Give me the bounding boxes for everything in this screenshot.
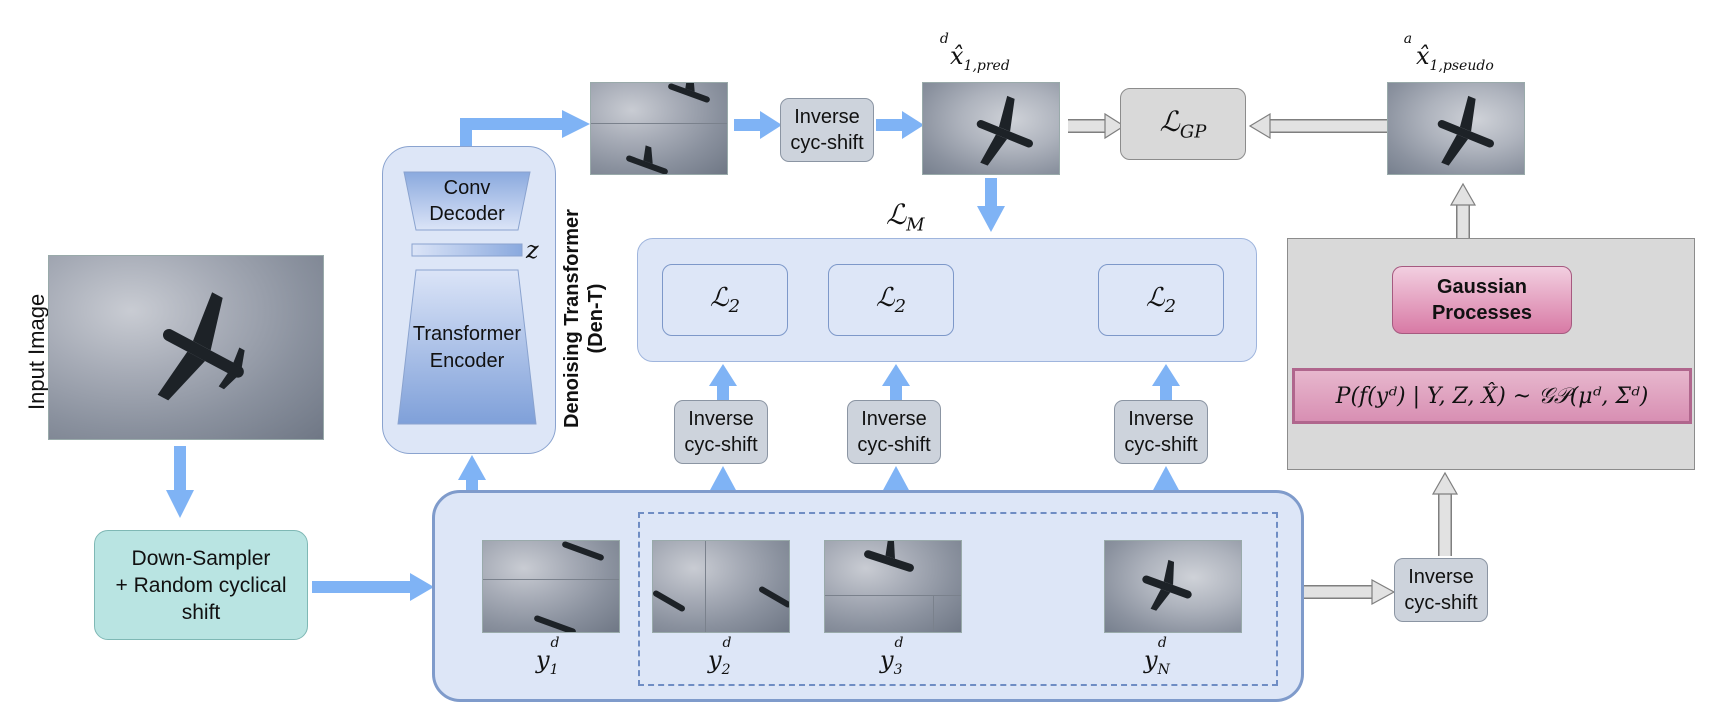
samples-dashed-group [638, 512, 1278, 686]
arrow-pred-to-lm [977, 178, 1005, 232]
down-sampler-line2: + Random cyclical [115, 573, 287, 597]
sample-label-1: y1d [536, 635, 560, 678]
loss-gp-sub: GP [1179, 121, 1207, 143]
input-image [48, 255, 324, 440]
sample-label-2: y2d [708, 635, 732, 678]
transformer-encoder-label: Transformer Encoder [396, 318, 538, 378]
encoder-line1: Transformer [412, 323, 522, 345]
conv-decoder-line1: Conv [443, 177, 491, 199]
arrow-output-to-inverse-top [734, 111, 782, 139]
output-shifted-image [590, 82, 728, 175]
inverse-line2: cyc-shift [790, 132, 864, 154]
sample-image-1 [482, 540, 620, 633]
gp-title-line2: Processes [1431, 302, 1533, 324]
encoder-line2: Encoder [429, 350, 505, 372]
sample-label-n: yNd [1144, 635, 1170, 678]
gaussian-processes-box: Gaussian Processes [1392, 266, 1572, 334]
sample-label-3: y3d [880, 635, 904, 678]
latent-bar [411, 243, 523, 257]
conv-decoder-label: Conv Decoder [404, 172, 530, 230]
down-sampler-box: Down-Sampler + Random cyclical shift [94, 530, 308, 640]
conv-decoder-line2: Decoder [429, 203, 505, 225]
gp-formula-box: P(f(yᵈ) | Y, Z, X̂) ~ 𝒢𝒫(μᵈ, Σᵈ) [1292, 368, 1692, 424]
conv-decoder-shape [403, 171, 531, 231]
arrow-pred-to-lgp [1068, 112, 1126, 140]
transformer-encoder-shape [397, 269, 537, 425]
airplane-icon [976, 95, 1033, 166]
arrow-inv2-to-l2 [709, 364, 737, 404]
inverse-cyc-shift-top: Inverse cyc-shift [780, 98, 874, 162]
sample-image-3 [824, 540, 962, 633]
arrow-invN-to-l2 [1152, 364, 1180, 404]
l2-box-n: ℒ2 [1098, 264, 1224, 336]
arrow-input-to-downsampler [166, 446, 194, 518]
den-t-title-line1: Denoising Transformer [561, 209, 583, 428]
loss-m-label: ℒM [886, 198, 925, 236]
pred-image [922, 82, 1060, 175]
down-sampler-line1: Down-Sampler [131, 546, 271, 570]
arrow-downsampler-to-samples [312, 573, 434, 601]
gp-formula: P(f(yᵈ) | Y, Z, X̂) ~ 𝒢𝒫(μᵈ, Σᵈ) [1335, 383, 1649, 409]
down-sampler-line3: shift [181, 600, 221, 624]
den-t-title: Denoising Transformer (Den-T) [560, 209, 608, 428]
arrow-decoder-to-output [460, 110, 590, 148]
arrow-pseudo-to-lgp [1248, 112, 1388, 140]
loss-gp-box: ℒGP [1120, 88, 1246, 160]
arrow-inverse-to-gp [1431, 471, 1459, 556]
l2-box-1: ℒ2 [662, 264, 788, 336]
gp-title-line1: Gaussian [1436, 276, 1528, 298]
sample-image-n [1104, 540, 1242, 633]
den-t-shapes [397, 171, 537, 425]
airplane-icon [157, 292, 245, 401]
airplane-icon [1437, 95, 1494, 166]
arrow-inv3-to-l2 [882, 364, 910, 404]
sample-image-2 [652, 540, 790, 633]
inverse-line1: Inverse [794, 106, 860, 128]
pseudo-label: x̂1,pseudoa [1403, 31, 1494, 74]
l2-box-2: ℒ2 [828, 264, 954, 336]
latent-z-label: z [526, 236, 539, 264]
den-t-title-line2: (Den-T) [585, 283, 607, 354]
pred-label: x̂1,predd [939, 31, 1010, 74]
pseudo-image [1387, 82, 1525, 175]
arrow-inverse-to-pred [876, 111, 924, 139]
